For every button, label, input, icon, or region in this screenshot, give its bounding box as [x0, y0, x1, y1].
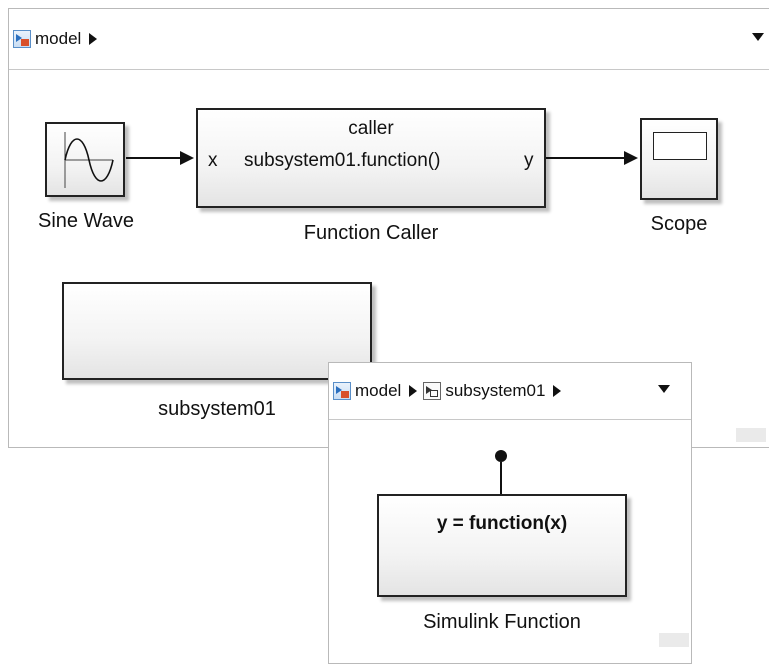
breadcrumb-model[interactable]: model	[13, 29, 103, 49]
input-port-label: x	[208, 150, 218, 171]
scope-label: Scope	[650, 213, 708, 235]
subsystem01-block[interactable]	[62, 282, 372, 380]
trigger-port-line	[500, 462, 502, 494]
simulink-function-block[interactable]: y = function(x)	[377, 494, 627, 597]
scope-screen-icon	[653, 132, 707, 160]
signal-line-caller-to-scope[interactable]	[546, 157, 624, 159]
simulink-function-label: Simulink Function	[423, 611, 581, 633]
scope-block[interactable]	[640, 118, 718, 200]
model-scrollbar-stub[interactable]	[736, 428, 766, 442]
chevron-right-icon[interactable]	[553, 385, 562, 397]
sine-wave-icon	[64, 132, 114, 188]
arrowhead-icon	[624, 151, 638, 165]
signal-line-sine-to-caller[interactable]	[126, 157, 180, 159]
breadcrumb-dropdown-icon[interactable]	[658, 385, 670, 393]
caller-prototype: subsystem01.function()	[244, 150, 441, 171]
output-port-label: y	[524, 150, 534, 171]
subsystem-canvas[interactable]: model subsystem01 y = function(x) Simuli…	[328, 362, 692, 664]
model-icon	[13, 30, 31, 48]
function-caller-label: Function Caller	[303, 222, 439, 244]
subsystem-scrollbar-stub[interactable]	[659, 633, 689, 647]
chevron-right-icon[interactable]	[409, 385, 418, 397]
trigger-port-dot[interactable]	[495, 450, 507, 462]
arrowhead-icon	[180, 151, 194, 165]
subsystem01-label: subsystem01	[158, 398, 276, 420]
breadcrumb-dropdown-icon[interactable]	[752, 33, 764, 41]
breadcrumb-label: subsystem01	[445, 381, 546, 400]
model-breadcrumb: model	[9, 9, 769, 70]
chevron-right-icon[interactable]	[89, 33, 98, 45]
breadcrumb-label: model	[35, 29, 82, 48]
breadcrumb-model[interactable]: model	[333, 381, 423, 401]
subsystem-breadcrumb: model subsystem01	[329, 363, 691, 420]
breadcrumb-label: model	[355, 381, 402, 400]
function-caller-block[interactable]: caller subsystem01.function() x y	[196, 108, 546, 208]
function-prototype: y = function(x)	[436, 513, 568, 534]
caller-title: caller	[348, 118, 394, 139]
sine-wave-block[interactable]	[45, 122, 125, 197]
subsystem-icon	[423, 382, 442, 400]
model-icon	[333, 382, 351, 400]
sine-wave-label: Sine Wave	[38, 210, 134, 232]
breadcrumb-subsystem01[interactable]: subsystem01	[423, 381, 567, 401]
